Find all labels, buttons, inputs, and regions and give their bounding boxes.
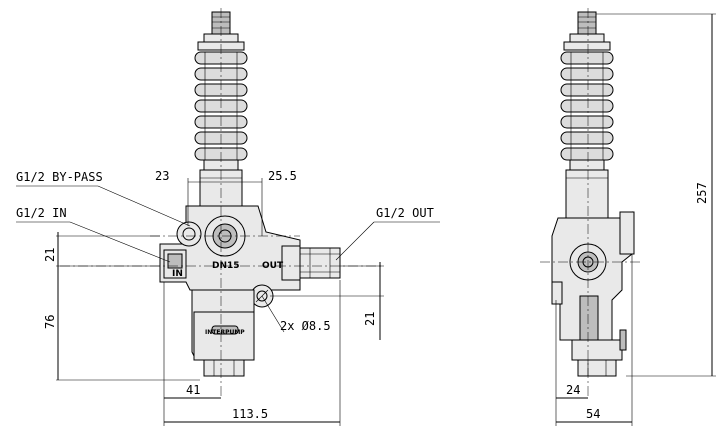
- front-view: IN OUT DN15 INTERPUMP: [60, 8, 384, 398]
- lower-cartridge: [193, 311, 255, 361]
- dim-113-5: 113.5: [232, 407, 268, 421]
- dim-24: 24: [566, 383, 580, 397]
- dim-41: 41: [186, 383, 200, 397]
- dim-21-right: 21: [363, 312, 377, 326]
- dim-23: 23: [155, 169, 169, 183]
- front-dimensions: 23 25.5 21 76 21 41 113.5 G1/2 BY-PASS G…: [16, 169, 440, 426]
- dim-257: 257: [695, 182, 709, 204]
- side-view: [540, 8, 640, 398]
- dim-25-5: 25.5: [268, 169, 297, 183]
- label-bypass: G1/2 BY-PASS: [16, 170, 103, 184]
- label-holes: 2x Ø8.5: [280, 319, 331, 333]
- side-dimensions: 257 24 54: [555, 13, 716, 426]
- brand-logo: INTERPUMP: [205, 329, 245, 336]
- dim-21-left: 21: [43, 248, 57, 262]
- label-inlet: G1/2 IN: [16, 206, 67, 220]
- in-marking: IN: [172, 269, 183, 279]
- side-spring: [560, 51, 614, 161]
- dim-54: 54: [586, 407, 600, 421]
- label-outlet: G1/2 OUT: [376, 206, 434, 220]
- dim-76: 76: [43, 315, 57, 329]
